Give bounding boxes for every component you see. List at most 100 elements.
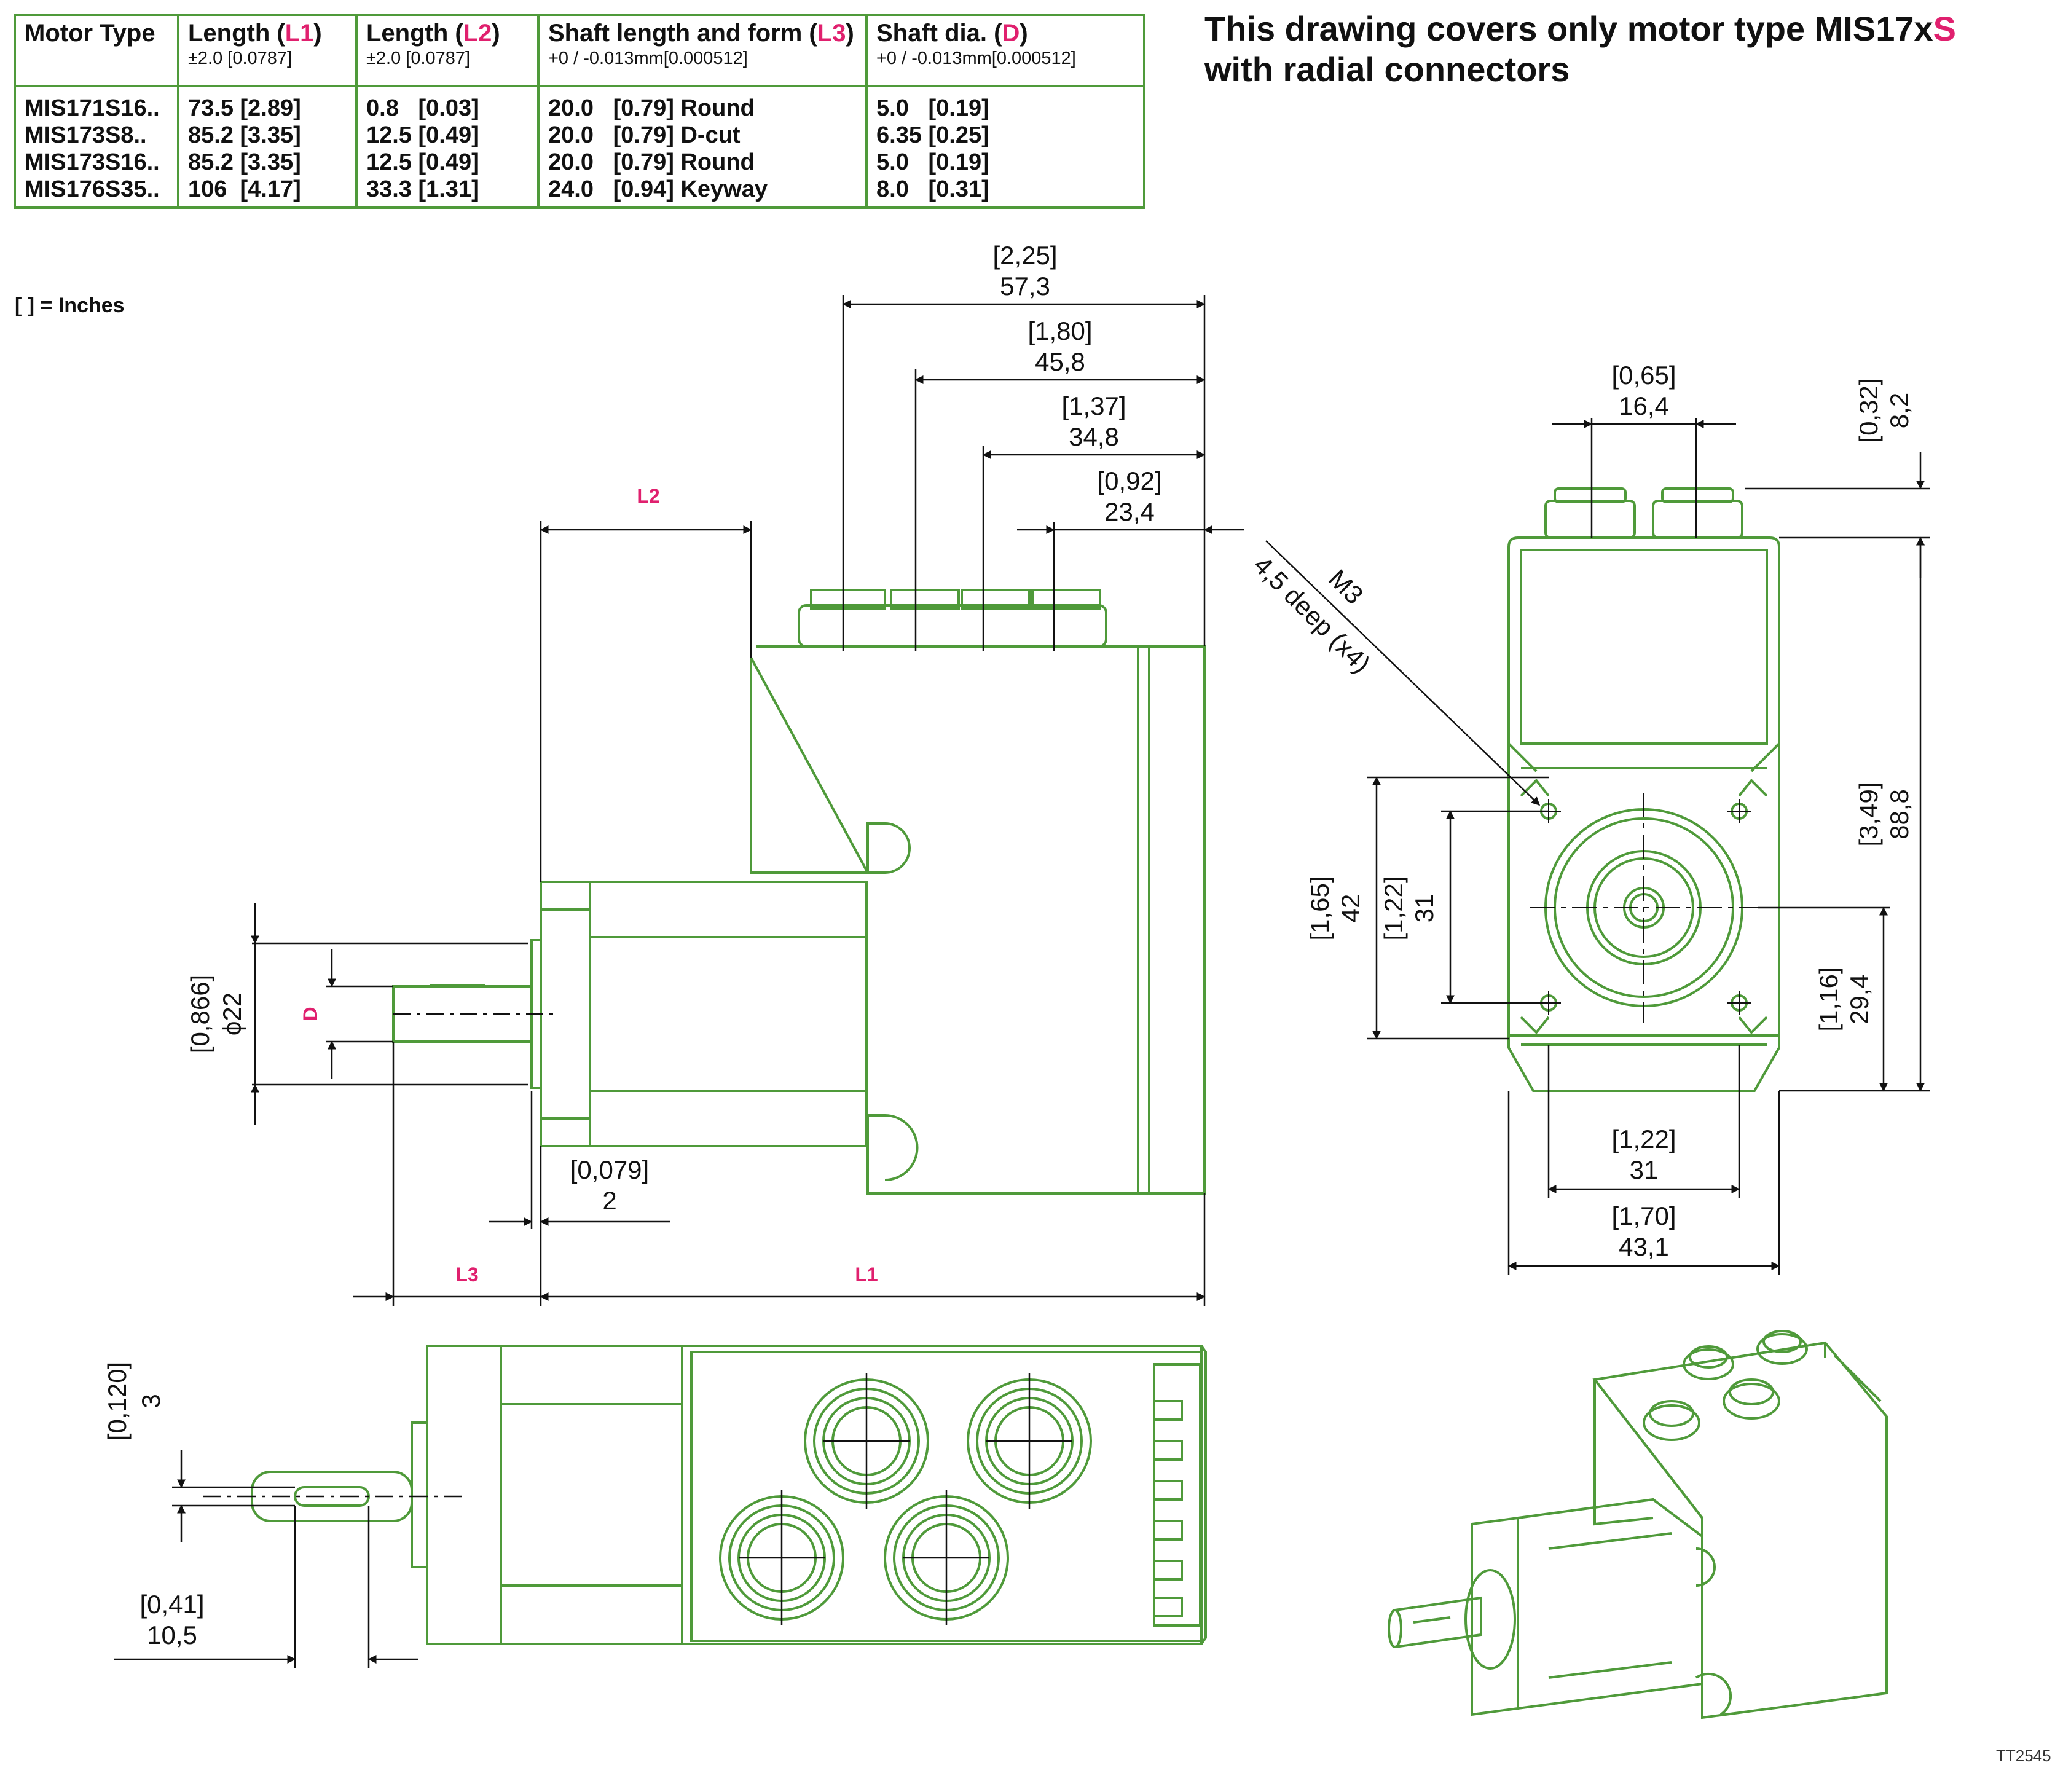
top-view: [0,120] 3 [0,41] 10,5 xyxy=(103,1345,1207,1668)
header-label-end: ) xyxy=(846,20,854,47)
table-col-length-l2: Length (L2) ±2.0 [0.0787] 0.8 [0.03] 12.… xyxy=(358,16,540,206)
table-cell: 20.0 [0.79] D-cut xyxy=(548,122,741,148)
dim-inch: [1,37] xyxy=(1061,391,1126,420)
dim-mm: 23,4 xyxy=(1104,497,1155,526)
header-label-end: ) xyxy=(1020,20,1028,47)
dim-inch: [1,70] xyxy=(1611,1201,1676,1230)
thread-note-depth: 4,5 deep (x4) xyxy=(1248,551,1376,678)
table-cell: 106 [4.17] xyxy=(188,176,301,202)
side-view-dimension-lines xyxy=(251,295,1244,1306)
dim-inch: [0,866] xyxy=(186,975,214,1053)
dim-mm: 8,2 xyxy=(1885,393,1914,428)
dim-inch: [1,16] xyxy=(1814,967,1843,1031)
top-view-outline xyxy=(251,1345,1207,1645)
figure-code: TT2545 xyxy=(1996,1747,2051,1765)
header-tolerance: ±2.0 [0.0787] xyxy=(366,49,471,68)
dim-mm: 16,4 xyxy=(1619,391,1669,420)
dim-inch: [0,41] xyxy=(139,1590,204,1619)
dim-inch: [0,32] xyxy=(1854,378,1883,442)
header-label: Motor Type xyxy=(25,20,155,47)
table-cell: 85.2 [3.35] xyxy=(188,149,301,175)
title-highlight: S xyxy=(1933,9,1956,48)
table-cell: 85.2 [3.35] xyxy=(188,122,301,148)
table-cell: 0.8 [0.03] xyxy=(366,95,479,121)
dim-inch: [0,92] xyxy=(1097,466,1161,495)
front-view: M3 4,5 deep (x4) [0,65] 16,4 [0,32] 8,2 … xyxy=(1248,361,1930,1275)
units-note: [ ] = Inches xyxy=(15,294,125,317)
dim-mm: 57,3 xyxy=(1000,272,1050,301)
header-code: L2 xyxy=(463,20,492,47)
side-view-outline xyxy=(392,589,1206,1195)
drawing-title: This drawing covers only motor type MIS1… xyxy=(1204,9,2040,90)
label-l3: L3 xyxy=(455,1263,478,1286)
dim-mm: 43,1 xyxy=(1619,1232,1669,1261)
dim-inch: [0,120] xyxy=(103,1362,132,1440)
header-label: Length ( xyxy=(188,20,285,47)
dim-inch: [1,80] xyxy=(1028,316,1092,345)
table-cell: MIS176S35.. xyxy=(25,176,160,202)
table-cell: 5.0 [0.19] xyxy=(876,149,989,175)
dim-mm: 34,8 xyxy=(1069,422,1119,451)
spec-table: Motor Type MIS171S16.. MIS173S8.. MIS173… xyxy=(14,14,1145,209)
label-d: D xyxy=(299,1007,321,1021)
dim-mm: 88,8 xyxy=(1885,789,1914,839)
table-cell: 12.5 [0.49] xyxy=(366,122,479,148)
table-header: Length (L2) ±2.0 [0.0787] xyxy=(366,20,528,87)
dim-mm: 31 xyxy=(1410,894,1439,923)
table-cell: 73.5 [2.89] xyxy=(188,95,301,121)
dim-inch: [1,65] xyxy=(1305,876,1334,940)
header-label-end: ) xyxy=(313,20,322,47)
top-view-dimension-text: [0,120] 3 [0,41] 10,5 xyxy=(103,1362,205,1649)
dim-inch: [2,25] xyxy=(992,241,1057,270)
table-cell: 6.35 [0.25] xyxy=(876,122,989,148)
table-cell: 8.0 [0.31] xyxy=(876,176,989,202)
header-label-end: ) xyxy=(492,20,500,47)
isometric-view xyxy=(1388,1330,1888,1719)
table-cell: 5.0 [0.19] xyxy=(876,95,989,121)
dim-mm: ϕ22 xyxy=(218,992,246,1036)
table-cell: MIS173S8.. xyxy=(25,122,147,148)
table-header: Motor Type xyxy=(25,20,168,87)
front-view-dimension-text: M3 4,5 deep (x4) [0,65] 16,4 [0,32] 8,2 … xyxy=(1248,361,1914,1261)
table-cell: 20.0 [0.79] Round xyxy=(548,95,755,121)
dim-mm: 10,5 xyxy=(147,1621,197,1649)
header-code: D xyxy=(1002,20,1020,47)
title-line1: This drawing covers only motor type MIS1… xyxy=(1204,9,1933,48)
table-col-shaft-dia: Shaft dia. (D) +0 / -0.013mm[0.000512] 5… xyxy=(868,16,1143,206)
header-tolerance: ±2.0 [0.0787] xyxy=(188,49,293,68)
table-cell: 24.0 [0.94] Keyway xyxy=(548,176,768,202)
side-view: [2,25] 57,3 [1,80] 45,8 [1,37] 34,8 [0,9… xyxy=(186,241,1244,1306)
dim-mm: 31 xyxy=(1630,1155,1659,1184)
dim-mm: 3 xyxy=(136,1394,165,1408)
label-l2: L2 xyxy=(637,485,659,507)
table-cell: MIS173S16.. xyxy=(25,149,160,175)
table-header: Length (L1) ±2.0 [0.0787] xyxy=(188,20,347,87)
front-view-dimension-lines xyxy=(1265,418,1930,1275)
header-tolerance: +0 / -0.013mm[0.000512] xyxy=(548,49,748,68)
table-header-separator xyxy=(16,85,1143,87)
dim-mm: 29,4 xyxy=(1845,974,1874,1024)
table-header: Shaft length and form (L3) +0 / -0.013mm… xyxy=(548,20,857,87)
dim-mm: 2 xyxy=(602,1186,616,1215)
table-cell: MIS171S16.. xyxy=(25,95,160,121)
dim-inch: [1,22] xyxy=(1611,1125,1676,1153)
header-label: Shaft length and form ( xyxy=(548,20,817,47)
front-view-center-lines xyxy=(1530,793,1758,1023)
table-col-shaft-length: Shaft length and form (L3) +0 / -0.013mm… xyxy=(540,16,868,206)
label-l1: L1 xyxy=(855,1263,878,1286)
table-cell: 12.5 [0.49] xyxy=(366,149,479,175)
table-col-length-l1: Length (L1) ±2.0 [0.0787] 73.5 [2.89] 85… xyxy=(179,16,358,206)
table-cell: 33.3 [1.31] xyxy=(366,176,479,202)
table-cell: 20.0 [0.79] Round xyxy=(548,149,755,175)
dim-inch: [3,49] xyxy=(1854,782,1883,846)
dim-inch: [0,079] xyxy=(570,1155,649,1184)
dim-inch: [1,22] xyxy=(1379,876,1408,940)
dim-mm: 42 xyxy=(1336,894,1365,923)
header-code: L3 xyxy=(817,20,846,47)
top-view-dimension-lines xyxy=(114,1373,1072,1668)
table-header: Shaft dia. (D) +0 / -0.013mm[0.000512] xyxy=(876,20,1134,87)
side-view-dimension-text: [2,25] 57,3 [1,80] 45,8 [1,37] 34,8 [0,9… xyxy=(186,241,1162,1286)
header-label: Shaft dia. ( xyxy=(876,20,1002,47)
header-tolerance: +0 / -0.013mm[0.000512] xyxy=(876,49,1076,68)
title-line2: with radial connectors xyxy=(1204,50,1570,88)
